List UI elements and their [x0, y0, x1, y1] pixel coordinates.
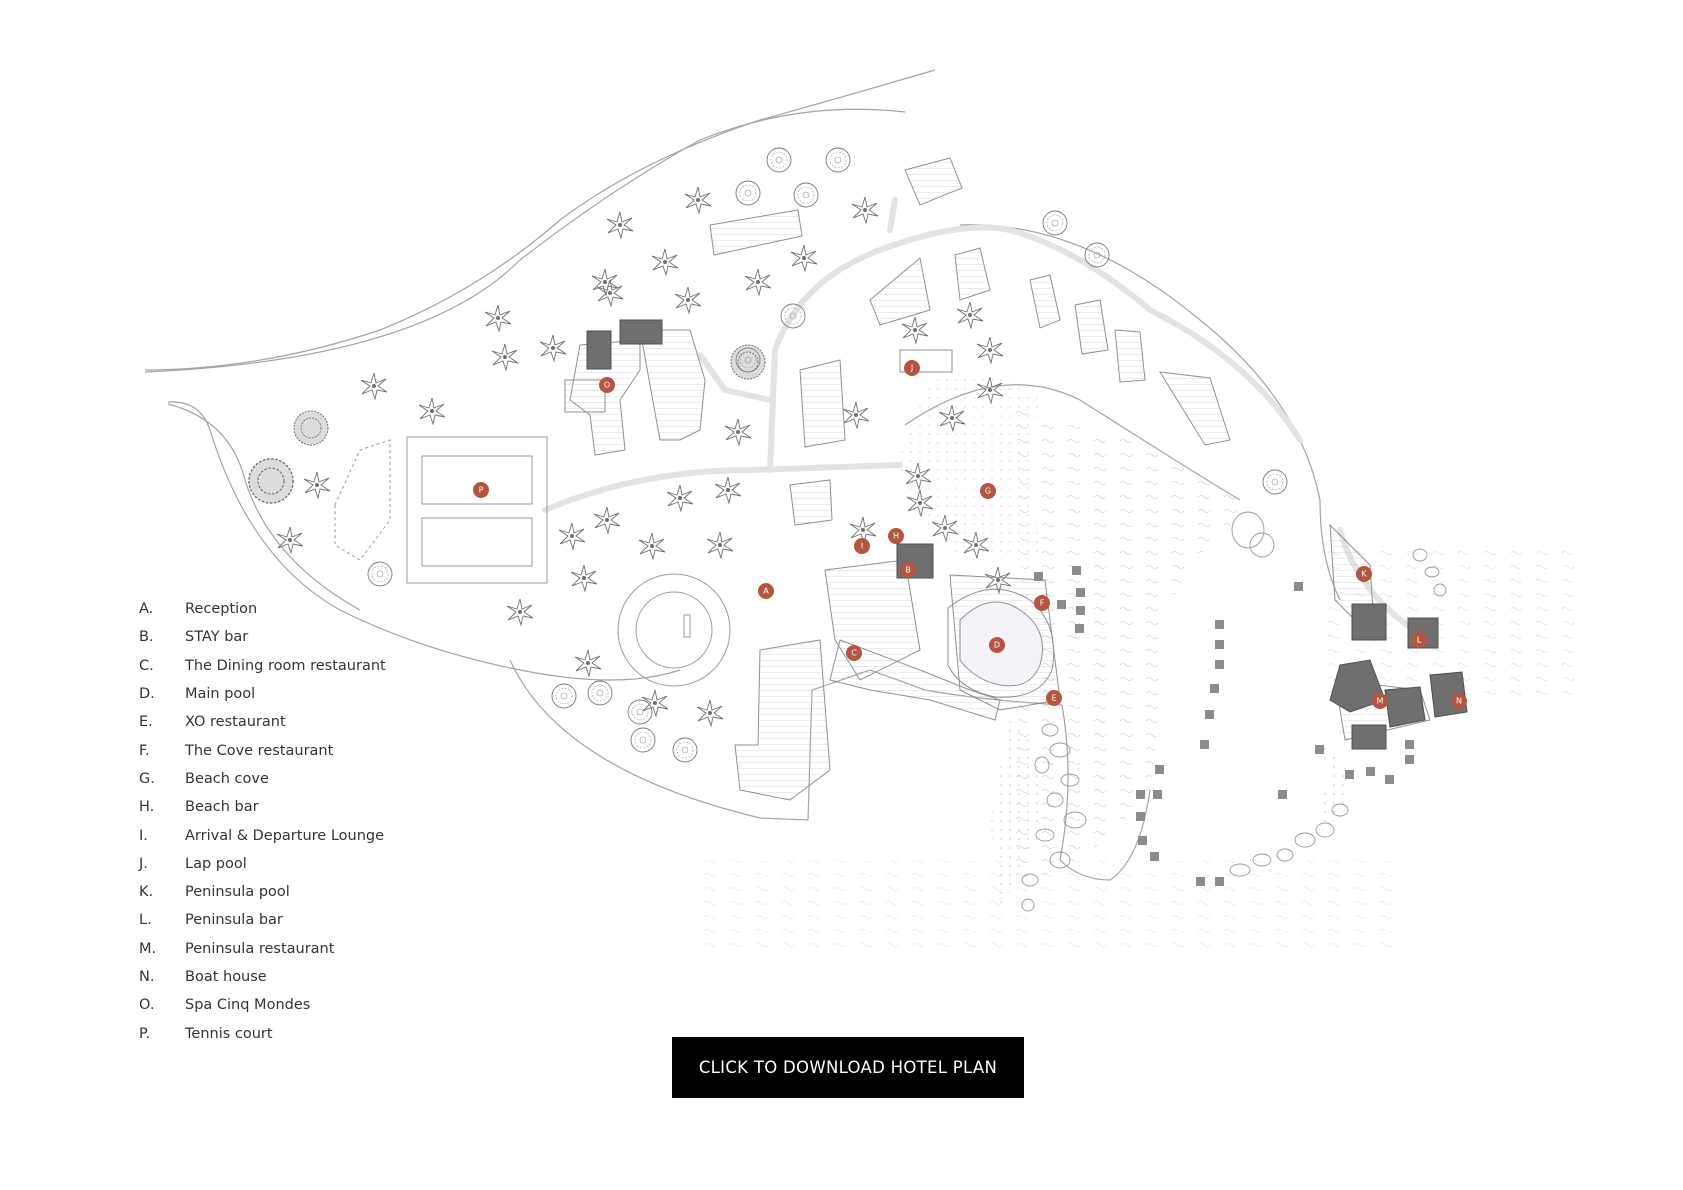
rocks [1021, 511, 1447, 912]
legend-label: Boat house [185, 969, 267, 985]
legend-key: B. [139, 629, 154, 646]
legend-key: H. [139, 799, 155, 816]
legend-item: B. STAY bar [139, 623, 386, 651]
legend-label: The Cove restaurant [185, 742, 334, 759]
svg-text:G: G [985, 487, 991, 496]
pin-o[interactable]: O [599, 377, 615, 393]
map-pins: A B C D E F G H I J K L M N O P [473, 360, 1467, 709]
legend-label: Peninsula bar [185, 912, 283, 929]
legend-label: Lap pool [185, 855, 247, 872]
svg-text:O: O [604, 381, 610, 390]
legend-label: The Dining room restaurant [185, 657, 386, 674]
legend-key: P. [139, 1025, 151, 1042]
pin-g[interactable]: G [980, 483, 996, 499]
legend-key: A. [139, 601, 154, 618]
pin-h[interactable]: H [888, 528, 904, 544]
legend-label: Spa Cinq Mondes [185, 997, 311, 1014]
legend-label: Peninsula restaurant [185, 940, 335, 957]
pin-l[interactable]: L [1411, 632, 1427, 648]
legend-key: C. [139, 657, 154, 674]
legend-item: O. Spa Cinq Mondes [139, 991, 386, 1019]
legend-key: K. [139, 884, 154, 901]
legend-key: G. [139, 770, 155, 787]
pin-n[interactable]: N [1451, 693, 1467, 709]
legend-label: Tennis court [185, 1025, 273, 1042]
legend-label: Beach cove [185, 770, 269, 787]
pin-d[interactable]: D [989, 637, 1005, 653]
legend-key: M. [139, 940, 157, 957]
svg-text:E: E [1051, 694, 1056, 703]
legend-key: F. [139, 742, 150, 759]
legend-item: G. Beach cove [139, 765, 386, 793]
legend-item: D. Main pool [139, 680, 386, 708]
svg-text:F: F [1040, 599, 1045, 608]
svg-text:P: P [479, 486, 484, 495]
legend-item: H. Beach bar [139, 793, 386, 821]
legend-label: Arrival & Departure Lounge [185, 827, 385, 844]
legend-item: J. Lap pool [139, 850, 386, 878]
pin-e[interactable]: E [1046, 690, 1062, 706]
svg-text:H: H [893, 532, 899, 541]
legend-item: I. Arrival & Departure Lounge [139, 821, 386, 849]
pin-c[interactable]: C [846, 645, 862, 661]
svg-text:B: B [905, 566, 911, 575]
legend-label: Beach bar [185, 799, 259, 816]
legend-key: J. [139, 855, 148, 872]
svg-text:K: K [1361, 570, 1367, 579]
legend-key: N. [139, 969, 155, 985]
legend-label: Peninsula pool [185, 884, 290, 901]
buildings-solid [586, 319, 1468, 886]
svg-text:M: M [1377, 697, 1384, 706]
legend-label: STAY bar [185, 629, 249, 646]
legend-item: N. Boat house [139, 963, 386, 991]
pin-i[interactable]: I [854, 538, 870, 554]
pin-m[interactable]: M [1372, 693, 1388, 709]
download-hotel-plan-button[interactable]: CLICK TO DOWNLOAD HOTEL PLAN [672, 1037, 1024, 1098]
svg-text:I: I [861, 542, 863, 551]
legend-label: Reception [185, 601, 258, 618]
legend-item: P. Tennis court [139, 1019, 386, 1047]
map-legend: A. Reception B. STAY bar C. The Dining room… [139, 595, 386, 1048]
tennis-court [334, 436, 548, 584]
svg-text:D: D [994, 641, 1000, 650]
legend-item: A. Reception [139, 595, 386, 623]
sand [900, 373, 1347, 910]
roundabout [617, 573, 731, 687]
legend-key: D. [139, 686, 155, 703]
legend-item: F. The Cove restaurant [139, 736, 386, 764]
pin-a[interactable]: A [758, 583, 774, 599]
beach-huts [1034, 566, 1414, 886]
svg-text:C: C [851, 649, 857, 658]
pin-b[interactable]: B [900, 562, 916, 578]
pin-j[interactable]: J [904, 360, 920, 376]
legend-key: I. [139, 827, 148, 844]
pin-f[interactable]: F [1034, 595, 1050, 611]
legend-key: L. [139, 912, 152, 929]
legend-item: C. The Dining room restaurant [139, 652, 386, 680]
legend-label: XO restaurant [185, 714, 286, 731]
legend-item: L. Peninsula bar [139, 906, 386, 934]
legend-item: M. Peninsula restaurant [139, 935, 386, 963]
legend-key: E. [139, 714, 153, 731]
legend-item: K. Peninsula pool [139, 878, 386, 906]
pin-p[interactable]: P [473, 482, 489, 498]
legend-key: O. [139, 997, 155, 1014]
legend-item: E. XO restaurant [139, 708, 386, 736]
svg-text:J: J [910, 364, 913, 373]
svg-text:A: A [763, 587, 769, 596]
pin-k[interactable]: K [1356, 566, 1372, 582]
svg-text:N: N [1456, 697, 1462, 706]
legend-label: Main pool [185, 686, 256, 703]
svg-text:L: L [1417, 636, 1422, 645]
